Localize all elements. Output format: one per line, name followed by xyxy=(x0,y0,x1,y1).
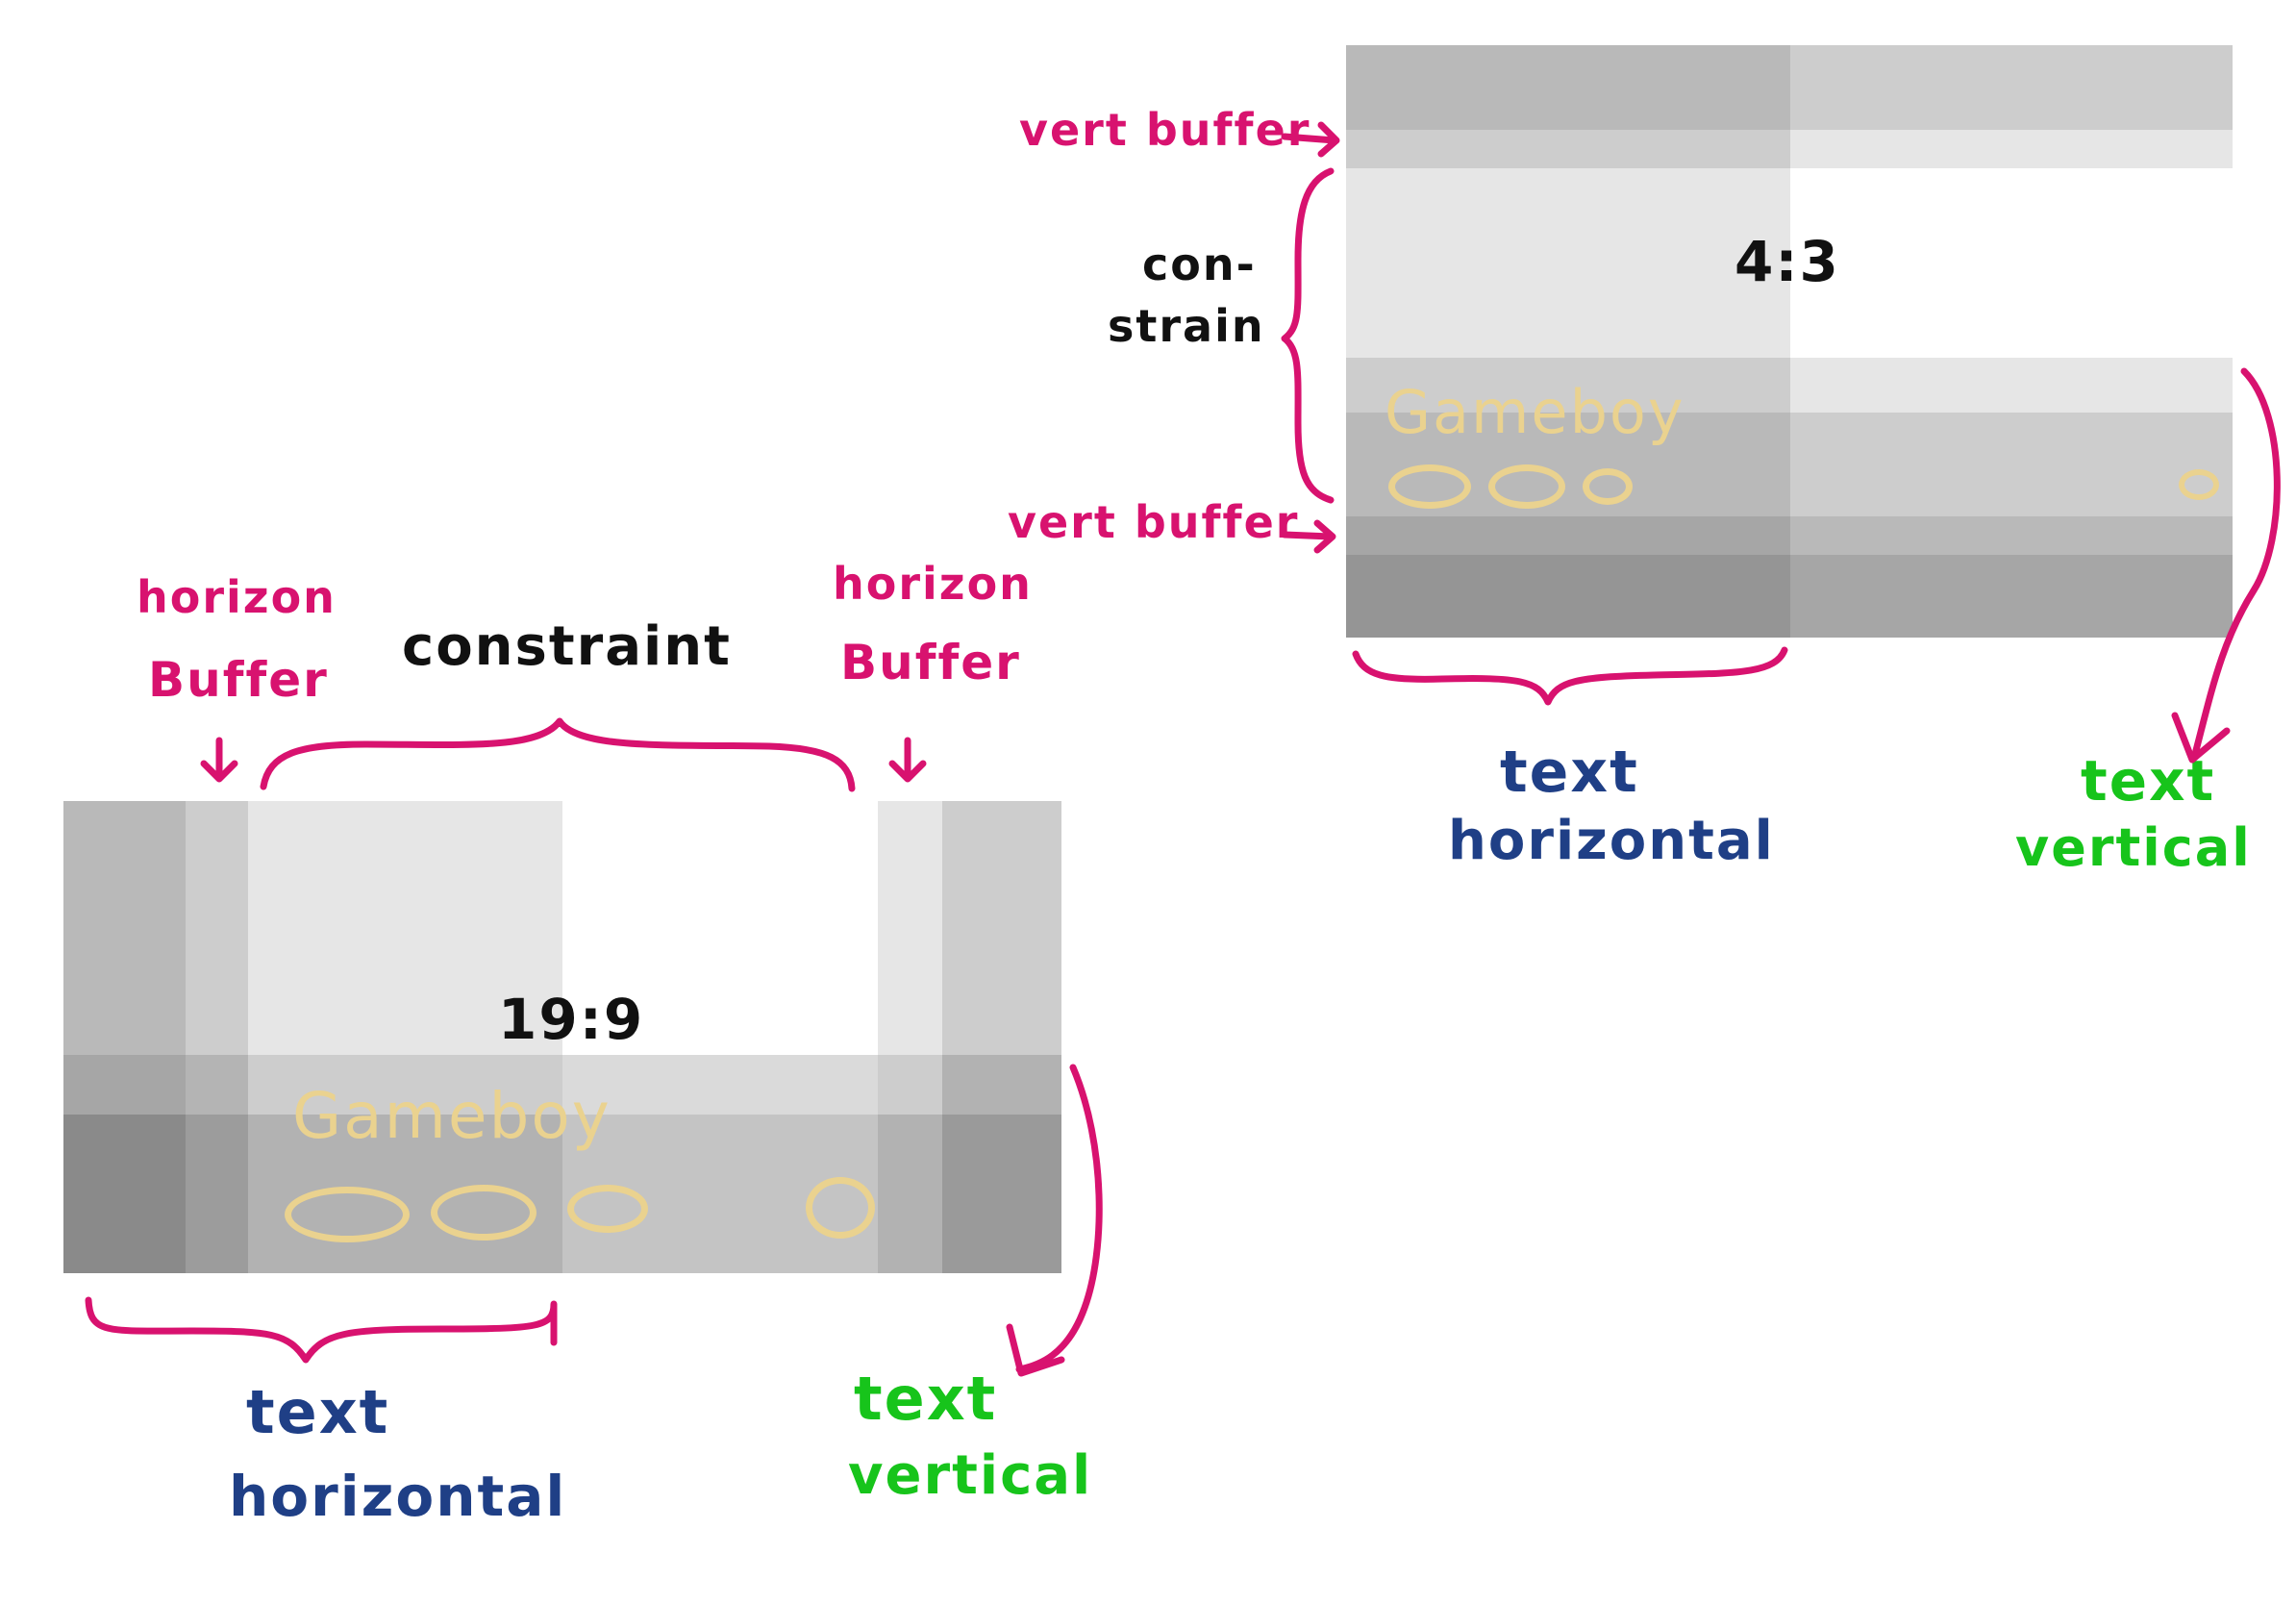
constraint-brace xyxy=(260,717,856,792)
cell xyxy=(878,1055,942,1115)
cell xyxy=(63,1055,186,1115)
arrow-head xyxy=(888,760,927,783)
button-ring-icon xyxy=(431,1185,537,1241)
button-ring-icon xyxy=(1583,468,1633,505)
gameboy-label: Gameboy xyxy=(1385,377,1685,447)
vert-buffer-bottom-label: vert buffer xyxy=(1008,496,1300,548)
text-horizontal-label-line2: horizontal xyxy=(229,1464,567,1529)
arrow-head xyxy=(200,760,238,783)
arrow-head xyxy=(1313,519,1336,554)
text-horizontal-brace xyxy=(1352,646,1788,706)
text-vertical-label-line2: vertical xyxy=(848,1444,1093,1507)
cell xyxy=(1346,516,1790,555)
cell xyxy=(878,1115,942,1273)
cell xyxy=(1346,45,1790,130)
text-horizontal-label-line2: horizontal xyxy=(1448,810,1775,872)
text-vertical-arrow xyxy=(2190,367,2281,762)
cell xyxy=(1346,130,1790,168)
text-horizontal-brace xyxy=(85,1296,558,1364)
cell xyxy=(186,1115,248,1273)
cell xyxy=(63,801,186,1055)
arrow-head xyxy=(1317,121,1340,158)
cell xyxy=(1790,130,2233,168)
left-buffer-label-line1: horizon xyxy=(137,571,337,623)
button-ring-icon xyxy=(2179,469,2219,500)
vert-buffer-top-arrow xyxy=(1281,133,1338,144)
constraint-label-line2: strain xyxy=(1108,300,1265,352)
cell xyxy=(942,1055,1061,1115)
cell xyxy=(562,1055,878,1115)
cell xyxy=(63,1115,186,1273)
button-ring-icon xyxy=(806,1177,875,1239)
text-vertical-label-line2: vertical xyxy=(2015,817,2252,878)
cell xyxy=(1790,413,2233,516)
constraint-brace xyxy=(1281,167,1335,504)
text-vertical-arrow xyxy=(1015,1064,1103,1373)
cell xyxy=(942,1115,1061,1273)
right-buffer-label-line1: horizon xyxy=(833,558,1033,610)
constraint-label: constraint xyxy=(402,615,732,678)
cell xyxy=(248,801,562,1055)
cell xyxy=(1790,358,2233,413)
cell xyxy=(878,801,942,1055)
cell xyxy=(248,1055,562,1115)
cell xyxy=(562,801,878,1055)
constraint-label-line1: con- xyxy=(1142,238,1257,290)
button-ring-icon xyxy=(1388,464,1471,509)
cell xyxy=(1346,168,1790,358)
arrow-head xyxy=(2171,712,2231,764)
cell xyxy=(186,1055,248,1115)
left-buffer-label-line2: Buffer xyxy=(148,652,329,708)
ratio-label: 19:9 xyxy=(498,987,645,1052)
text-horizontal-label-line1: text xyxy=(246,1377,390,1447)
cell xyxy=(1346,358,1790,413)
text-vertical-label-line1: text xyxy=(854,1364,998,1434)
cell xyxy=(1346,555,1790,638)
vert-buffer-top-label: vert buffer xyxy=(1019,104,1311,156)
right-buffer-label-line2: Buffer xyxy=(840,635,1021,690)
cell xyxy=(1790,516,2233,555)
cell xyxy=(942,801,1061,1055)
cell xyxy=(1790,555,2233,638)
cell xyxy=(1790,168,2233,358)
arrow-head xyxy=(1006,1323,1065,1377)
ratio-label: 4:3 xyxy=(1734,229,1840,294)
cell xyxy=(1790,45,2233,130)
button-ring-icon xyxy=(1488,464,1565,509)
button-ring-icon xyxy=(567,1185,648,1233)
text-horizontal-label-line1: text xyxy=(1500,739,1639,806)
cell xyxy=(186,801,248,1055)
button-ring-icon xyxy=(285,1187,410,1242)
vert-buffer-bottom-arrow xyxy=(1281,531,1335,540)
gameboy-label: Gameboy xyxy=(292,1079,611,1153)
